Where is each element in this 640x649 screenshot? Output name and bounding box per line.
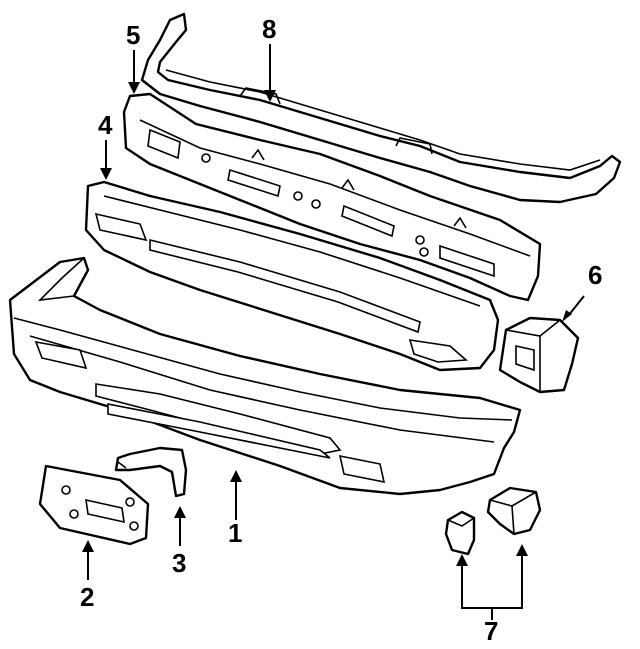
callout-6: 6 (588, 260, 603, 290)
part-4-energy-absorber (84, 180, 500, 372)
callout-3: 3 (172, 548, 187, 578)
callout-1: 1 (228, 518, 243, 548)
callout-5: 5 (126, 20, 141, 50)
callout-4: 4 (98, 110, 113, 140)
part-8-upper-trim-strip (140, 12, 622, 204)
part-6-side-bracket (498, 316, 580, 394)
callout-2: 2 (80, 582, 95, 612)
part-5-reinforcement-beam (122, 92, 542, 302)
part-1-bumper-cover (8, 256, 522, 496)
leader-lines (82, 44, 585, 620)
part-2-license-plate-bracket (38, 464, 150, 546)
part-3-bracket-arm (114, 446, 188, 498)
callout-8: 8 (262, 14, 277, 44)
part-7-clips (444, 486, 542, 556)
callout-7: 7 (484, 616, 499, 646)
